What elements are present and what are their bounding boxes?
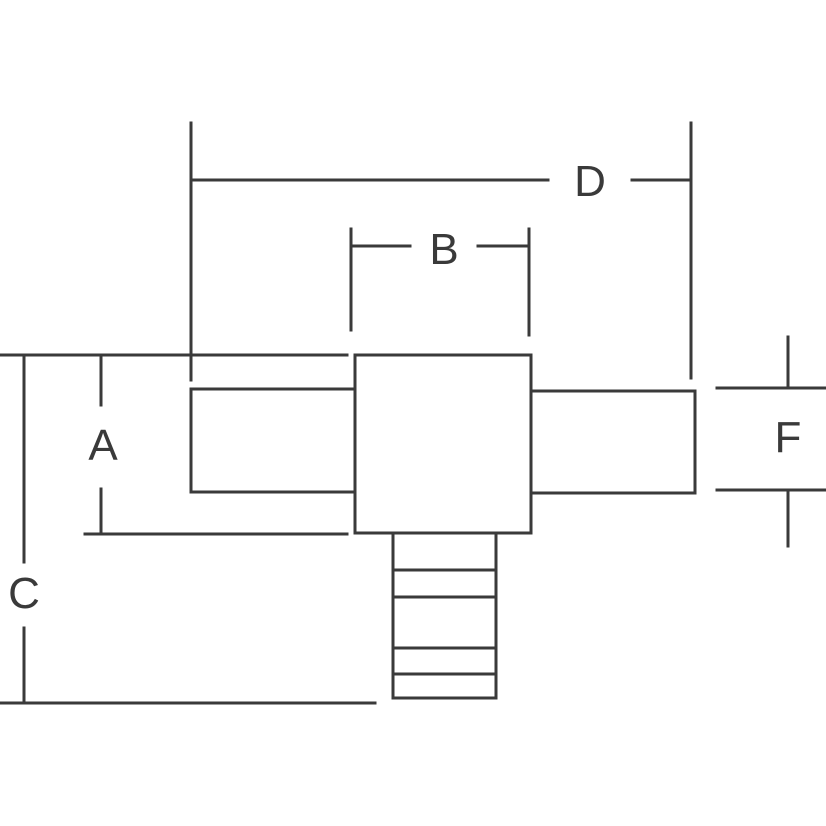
hose-barb-stem — [391, 531, 498, 700]
dimension-c: C — [0, 353, 377, 705]
center-body — [353, 353, 533, 535]
f-label: F — [775, 413, 802, 462]
d-label: D — [574, 157, 606, 206]
right-pipe-arm — [528, 389, 697, 495]
a-label: A — [88, 421, 118, 470]
dimension-f: F — [715, 335, 826, 548]
dimension-d: D — [189, 121, 693, 382]
tee-fitting — [189, 353, 697, 700]
left-pipe-arm — [189, 387, 358, 494]
dimension-b: B — [349, 225, 531, 337]
dimension-a: A — [0, 353, 349, 536]
c-label: C — [8, 569, 40, 618]
stem-outline — [391, 531, 498, 700]
b-label: B — [429, 225, 458, 274]
